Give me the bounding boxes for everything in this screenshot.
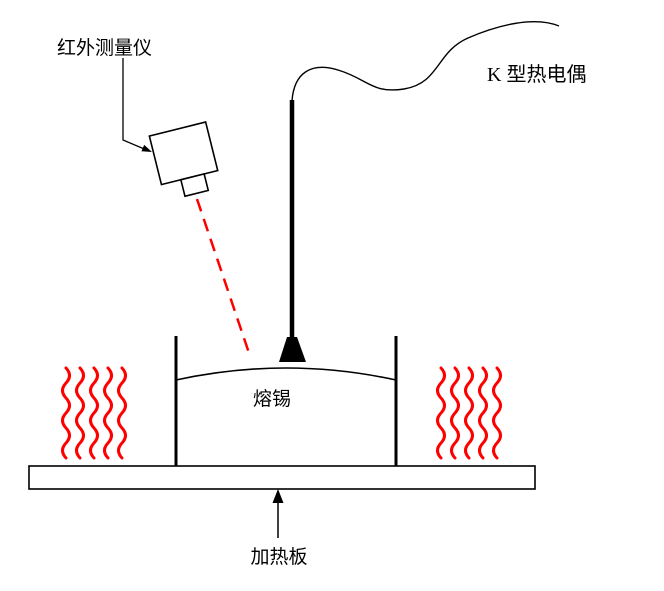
heat-wave-icon: [478, 366, 488, 460]
ir-beam-dashed-line: [195, 198, 251, 354]
infrared-meter-device: [148, 121, 219, 198]
heat-wave-icon: [492, 366, 502, 460]
infrared-meter-label: 红外测量仪: [57, 37, 152, 59]
heat-wave-icon: [89, 366, 99, 460]
heat-wave-icon: [436, 366, 446, 460]
heat-wave-icon: [464, 366, 474, 460]
heat-wave-icon: [117, 366, 127, 460]
heat-wave-icon: [75, 366, 85, 460]
device-lens: [179, 172, 210, 198]
molten-solder-label: 熔锡: [253, 388, 291, 410]
solder-surface: [175, 367, 397, 381]
heating-plate: [28, 465, 536, 490]
thermocouple-label: K 型热电偶: [487, 63, 586, 86]
heat-waves-left: [61, 366, 127, 460]
probe-tip-icon: [279, 337, 306, 362]
plate-arrowhead-icon: [272, 489, 284, 503]
heat-wave-icon: [450, 366, 460, 460]
device-body: [148, 121, 219, 186]
thermocouple-wire: [291, 21, 560, 102]
leader-line: [122, 58, 150, 152]
heat-wave-icon: [103, 366, 113, 460]
heat-wave-icon: [61, 366, 71, 460]
heat-waves-right: [436, 366, 502, 460]
leader-arrowhead-icon: [141, 144, 152, 152]
heating-plate-label: 加热板: [250, 546, 307, 568]
